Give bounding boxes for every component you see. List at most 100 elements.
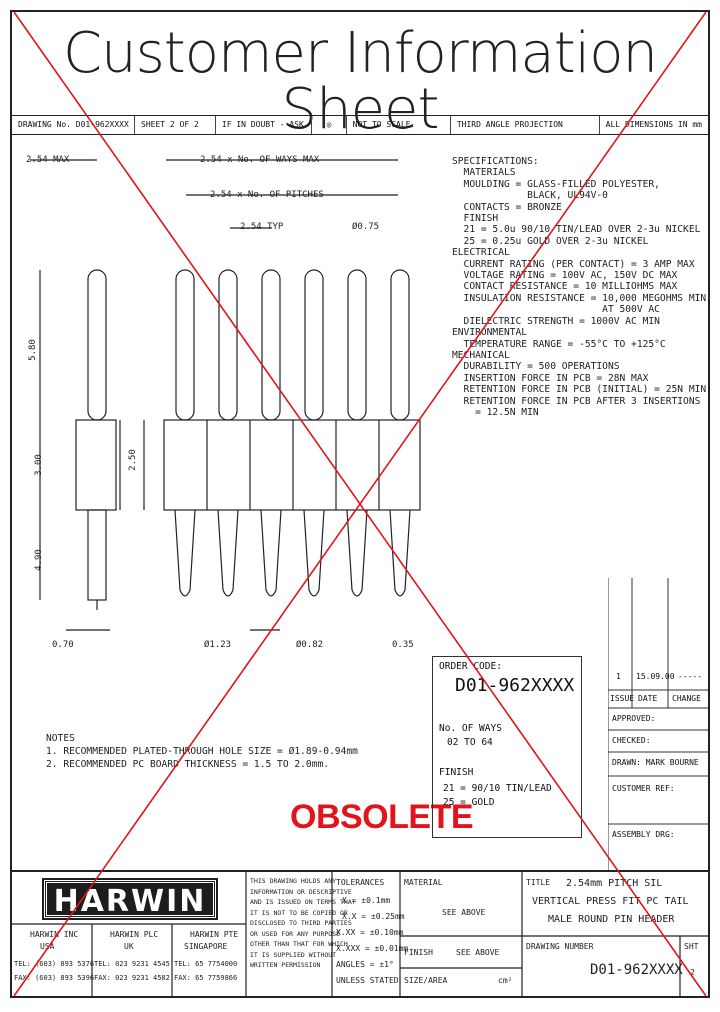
- spec-line: DURABILITY = 500 OPERATIONS: [452, 361, 620, 373]
- order-code-label: ORDER CODE:: [439, 661, 502, 672]
- spec-line: ELECTRICAL: [452, 247, 510, 259]
- dim-d075: Ø0.75: [352, 222, 380, 232]
- spec-line: TEMPERATURE RANGE = -55°C TO +125°C: [452, 338, 666, 350]
- specifications-block: SPECIFICATIONS: MATERIALS MOULDING = GLA…: [452, 156, 706, 418]
- rev-col-issue: ISSUE: [610, 694, 635, 703]
- finish-21: 21 = 90/10 TIN/LEAD: [443, 783, 552, 794]
- spec-line: AT 500V AC: [452, 304, 660, 316]
- header-strip: DRAWING No. D01-962XXXX SHEET 2 OF 2 IF …: [12, 115, 708, 135]
- scale-note: NOT TO SCALE: [347, 116, 451, 134]
- office-uk-tel: TEL: 023 9231 4545: [94, 960, 170, 968]
- sheet-number: SHEET 2 OF 2: [135, 116, 216, 134]
- finish-tb-label: FINISH: [404, 948, 433, 957]
- office-usa-tel: TEL: (603) 893 5376: [14, 960, 95, 968]
- spec-line: SPECIFICATIONS:: [452, 156, 539, 167]
- customer-ref-label: CUSTOMER REF:: [612, 784, 675, 793]
- spec-line: RETENTION FORCE IN PCB (INITIAL) = 25N M…: [452, 384, 707, 396]
- order-code-value: D01-962XXXX: [455, 675, 575, 696]
- spec-line: INSERTION FORCE IN PCB = 28N MAX: [452, 372, 649, 384]
- projection-note: THIRD ANGLE PROJECTION: [451, 116, 600, 134]
- spec-line: CURRENT RATING (PER CONTACT) = 3 AMP MAX: [452, 258, 695, 270]
- drawn-label: DRAWN: MARK BOURNE: [612, 758, 699, 767]
- copyright-line: IT IS NOT TO BE COPIED OR: [250, 908, 348, 917]
- note-line: 1. RECOMMENDED PLATED-THROUGH HOLE SIZE …: [46, 746, 358, 757]
- spec-line: RETENTION FORCE IN PCB AFTER 3 INSERTION…: [452, 395, 701, 407]
- notes-block: NOTES 1. RECOMMENDED PLATED-THROUGH HOLE …: [46, 732, 358, 771]
- finish-label: FINISH: [439, 767, 474, 778]
- dim-490: 4.90: [33, 549, 44, 571]
- spec-line: FINISH: [452, 213, 499, 225]
- rev-col-change: CHANGE: [672, 694, 701, 703]
- spec-line: DIELECTRIC STRENGTH = 1000V AC MIN: [452, 315, 660, 327]
- tol-xxx: X.XX = ±0.10mm: [336, 928, 404, 937]
- dim-035: 0.35: [392, 640, 414, 650]
- angle-symbol: ◎: [312, 116, 347, 134]
- note-line: NOTES: [46, 733, 75, 744]
- side-pin-top: [87, 269, 107, 421]
- spec-line: VOLTAGE RATING = 100V AC, 150V DC MAX: [452, 270, 678, 282]
- office-uk-fax: FAX: 023 9231 4582: [94, 974, 170, 982]
- spec-line: 21 = 5.0u 90/10 TIN/LEAD OVER 2-3u NICKE…: [452, 224, 701, 236]
- office-usa-name: HARWIN INC: [30, 930, 79, 939]
- rev-change: -----: [678, 672, 703, 681]
- spec-line: 25 = 0.25u GOLD OVER 2-3u NICKEL: [452, 235, 649, 247]
- drawing-no: DRAWING No. D01-962XXXX: [12, 116, 135, 134]
- dim-580: 5.80: [27, 339, 38, 361]
- dim-d123: Ø1.23: [204, 640, 232, 650]
- spec-line: ENVIRONMENTAL: [452, 327, 528, 339]
- spec-line: INSULATION RESISTANCE = 10,000 MEGOHMS M…: [452, 292, 707, 304]
- drawing-number-label: DRAWING NUMBER: [526, 942, 594, 951]
- sheet-tb-label: SHT: [684, 942, 699, 951]
- title-desc-3: MALE ROUND PIN HEADER: [548, 914, 675, 925]
- copyright-line: AND IS ISSUED ON TERMS THAT: [250, 898, 356, 906]
- drawing-frame: [10, 10, 710, 998]
- office-sg-name: HARWIN PTE: [190, 930, 239, 939]
- office-uk-name: HARWIN PLC: [110, 930, 159, 939]
- spec-line: CONTACTS = BRONZE: [452, 201, 562, 213]
- spec-line: BLACK, UL94V-0: [452, 190, 608, 202]
- dim-pitches: 2.54 x No. OF PITCHES: [210, 190, 324, 200]
- finish-25: 25 = GOLD: [443, 797, 495, 808]
- side-pin-tail: [87, 509, 107, 601]
- dim-250: 2.50: [127, 449, 138, 471]
- title-label: TITLE: [526, 878, 551, 887]
- spec-line: = 12.5N MIN: [452, 406, 539, 418]
- office-usa-country: USA: [40, 942, 55, 951]
- office-sg-country: SINGAPORE: [184, 942, 228, 951]
- units-note: ALL DIMENSIONS IN mm: [605, 120, 702, 129]
- tol-xx: X.X = ±0.25mm: [342, 912, 405, 921]
- front-tails: [174, 509, 411, 597]
- rev-issue: 1: [616, 672, 621, 681]
- spec-line: CONTACT RESISTANCE = 10 MILLIOHMS MAX: [452, 281, 678, 293]
- sheet-tb-value: 2: [690, 968, 695, 977]
- note-line: 2. RECOMMENDED PC BOARD THICKNESS = 1.5 …: [46, 759, 330, 770]
- revision-block: 1 15.09.00 ----- ISSUE DATE CHANGE APPRO…: [608, 578, 708, 868]
- dim-070: 0.70: [52, 640, 74, 650]
- copyright-line: INFORMATION OR DESCRIPTIVE: [250, 887, 352, 896]
- tol-unless: UNLESS STATED: [336, 976, 399, 985]
- dim-254-max: 2.54 MAX: [26, 155, 70, 165]
- tol-x: X = ±0.1mm: [342, 896, 391, 905]
- dim-300: 3.00: [33, 454, 44, 476]
- office-sg-fax: FAX: 65 7759866: [174, 974, 238, 982]
- checked-label: CHECKED:: [612, 736, 651, 745]
- dim-d082: Ø0.82: [296, 640, 324, 650]
- order-code-box: ORDER CODE: D01-962XXXX No. OF WAYS 02 T…: [432, 656, 582, 838]
- material-label: MATERIAL: [404, 878, 443, 887]
- drawing-number: D01-962XXXX: [590, 962, 683, 978]
- front-insulator: [163, 419, 421, 511]
- tol-angles: ANGLES = ±1°: [336, 960, 394, 969]
- office-sg-tel: TEL: 65 7754000: [174, 960, 238, 968]
- office-usa-fax: FAX: (603) 893 5396: [14, 974, 95, 982]
- front-pins: [175, 269, 410, 421]
- title-desc-1: 2.54mm PITCH SIL: [566, 878, 663, 889]
- office-uk-country: UK: [124, 942, 134, 951]
- ways-range: 02 TO 64: [447, 737, 493, 748]
- size-label: SIZE/AREA: [404, 976, 448, 985]
- spec-line: MECHANICAL: [452, 349, 510, 361]
- dim-typ: 2.54 TYP: [240, 222, 284, 232]
- connector-drawing: [30, 159, 421, 631]
- ways-label: No. OF WAYS: [439, 723, 502, 734]
